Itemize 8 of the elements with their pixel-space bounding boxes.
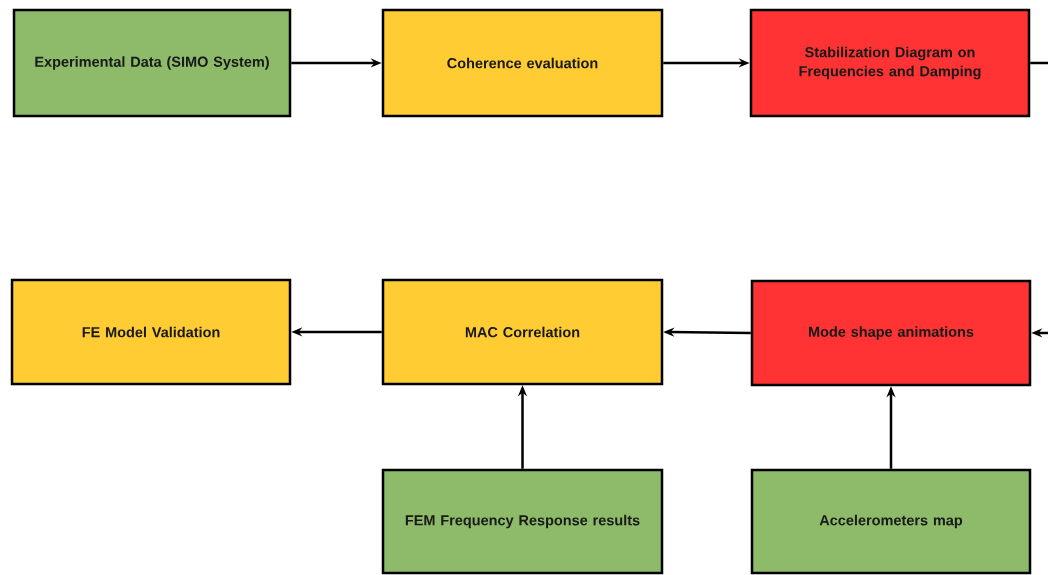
process-box: FEM Frequency Response results <box>381 468 664 575</box>
process-box: FE Model Validation <box>10 278 292 386</box>
process-box: MAC Correlation <box>381 278 664 386</box>
process-box: Stabilization Diagram on Frequencies and Damping <box>749 8 1031 118</box>
process-box: Mode shape animations <box>750 279 1032 387</box>
process-box: Experimental Data (SIMO System) <box>12 8 292 118</box>
process-box: Coherence evaluation <box>381 8 664 118</box>
process-box: Accelerometers map <box>750 468 1032 575</box>
